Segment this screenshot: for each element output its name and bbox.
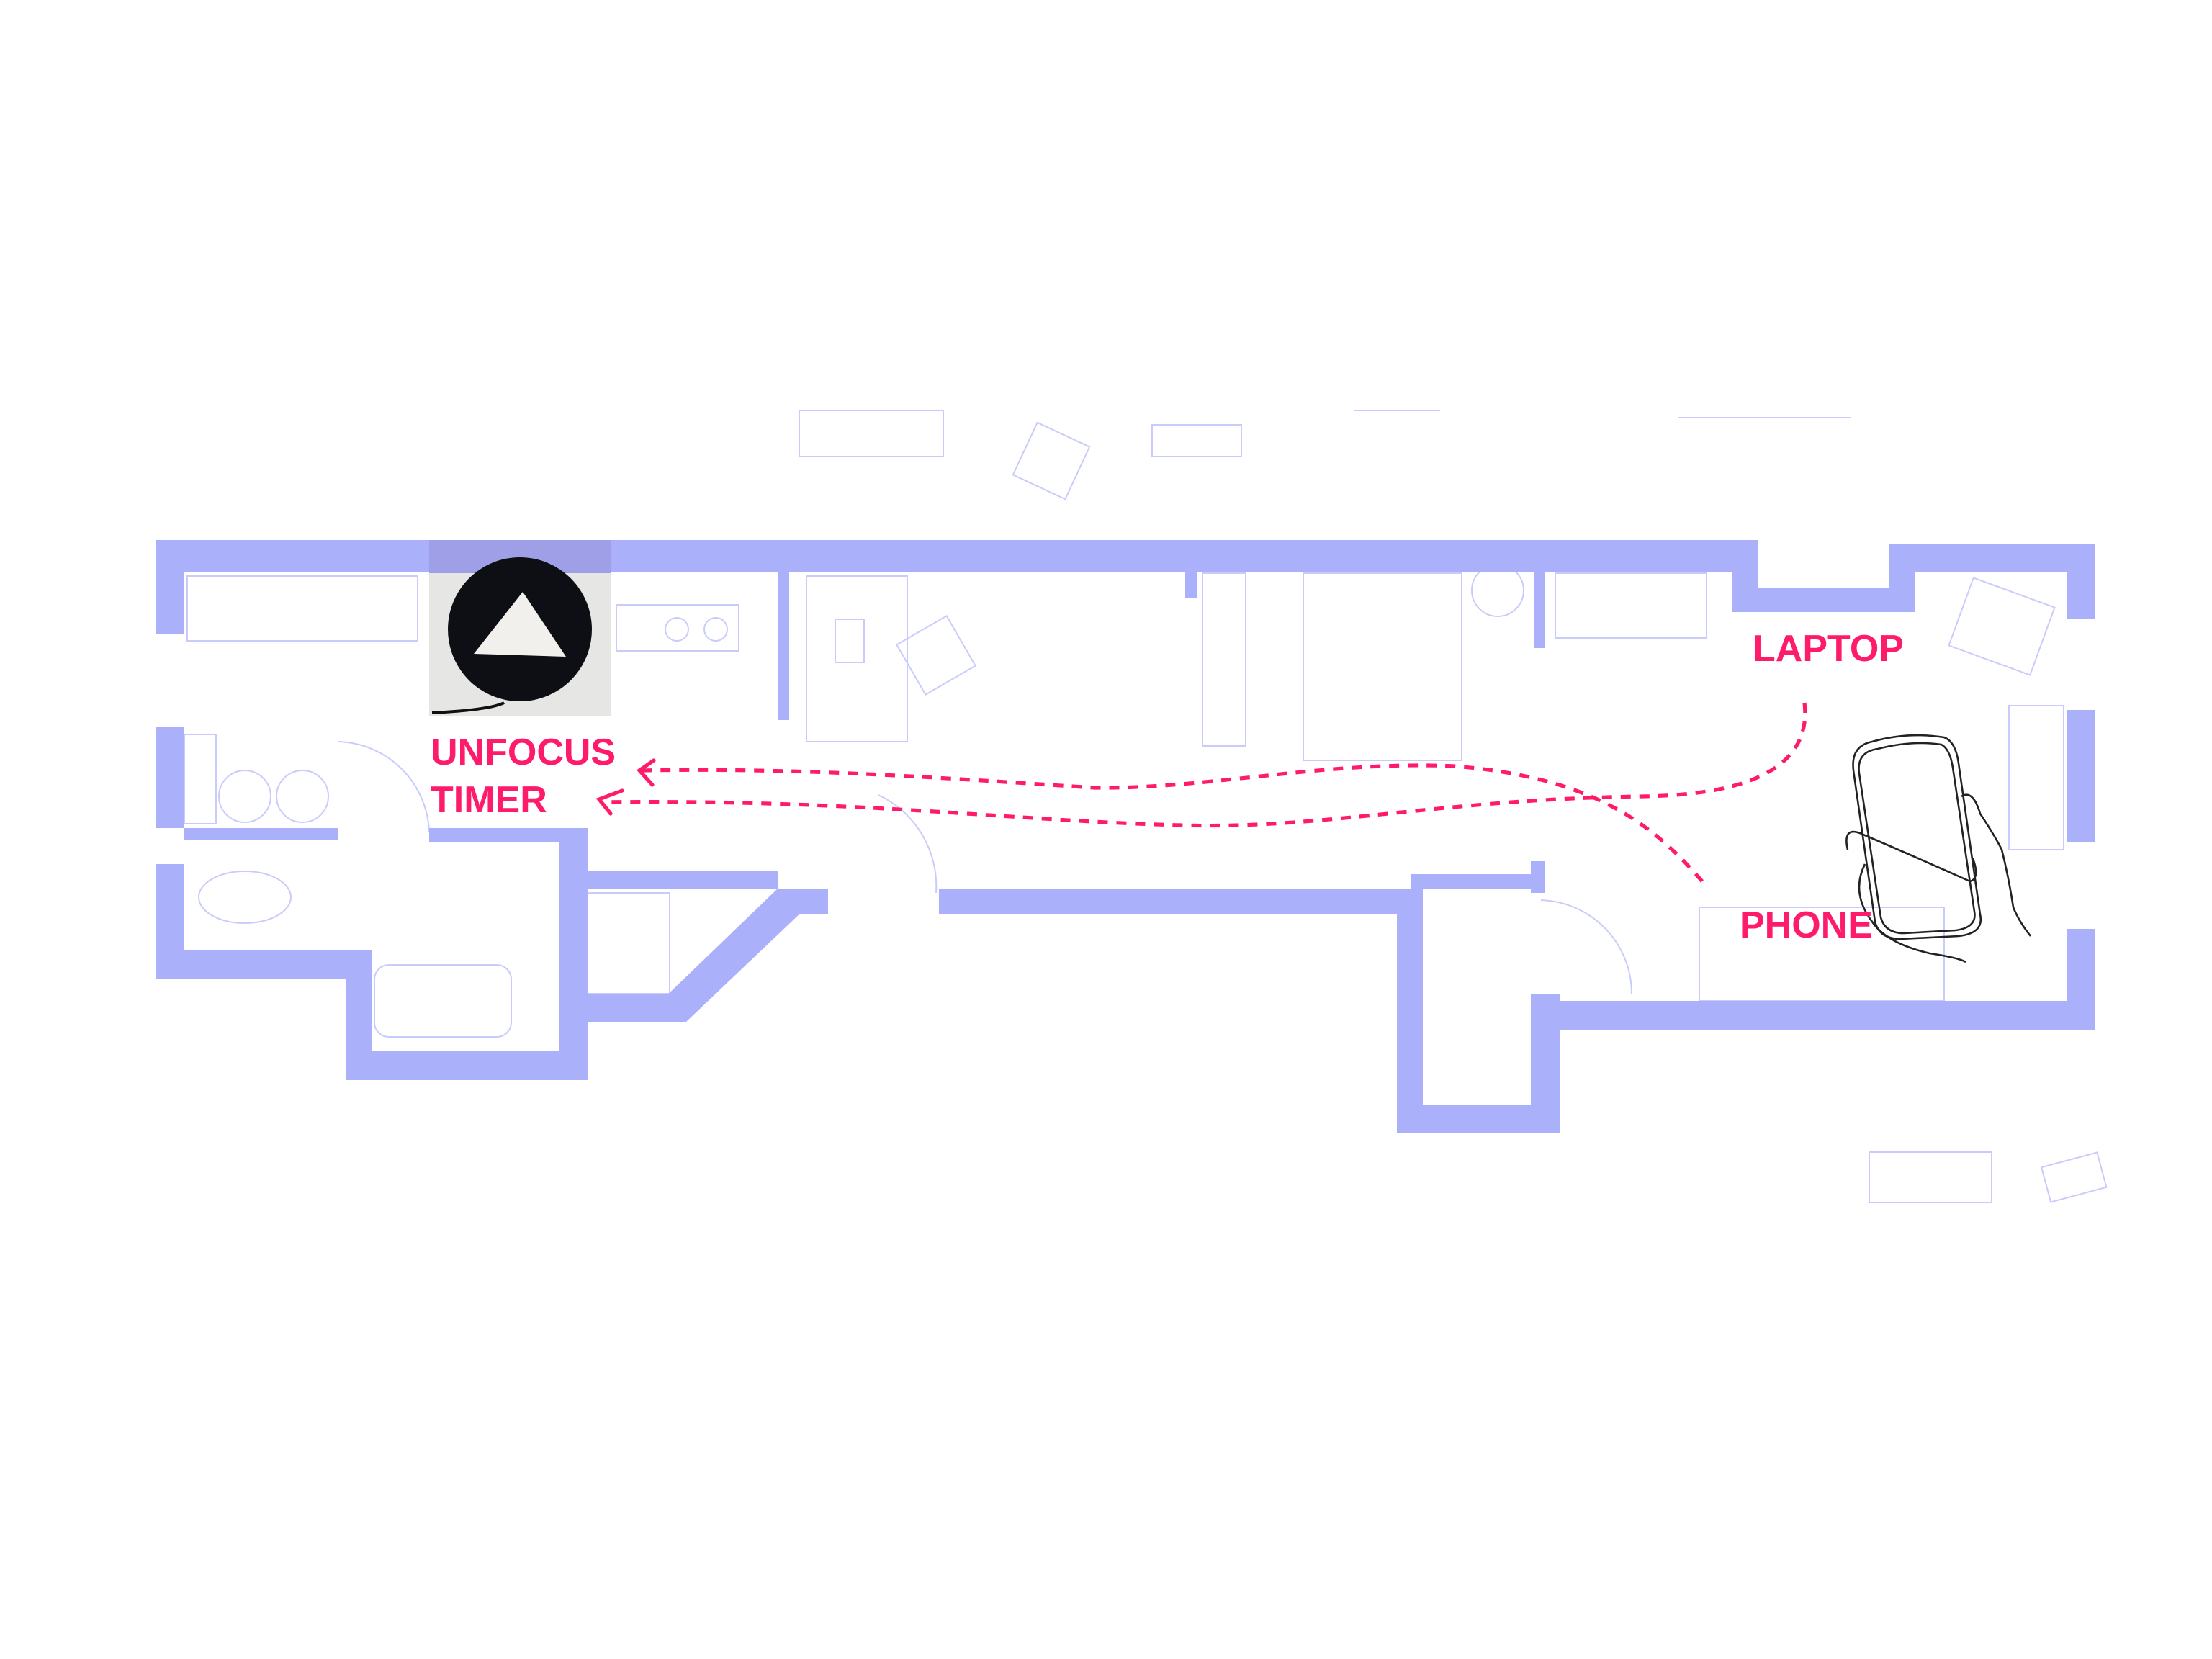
laptop-label: LAPTOP xyxy=(1753,628,1904,670)
walls xyxy=(156,540,2095,1133)
phone-to-timer-path xyxy=(640,763,1704,883)
arrowheads xyxy=(595,758,656,816)
unfocus-timer-device-photo xyxy=(429,540,611,716)
timer-label-line2: TIMER xyxy=(431,779,547,821)
hand-holding-phone-sketch xyxy=(1845,734,2032,963)
laptop-to-timer-path xyxy=(604,702,1807,828)
furniture-outlines xyxy=(184,410,2108,1203)
arrow-left-icon xyxy=(595,788,624,816)
phone-label: PHONE xyxy=(1740,904,1873,946)
arrow-left-icon xyxy=(637,758,656,787)
timer-label-line1: UNFOCUS xyxy=(431,732,616,773)
distraction-paths xyxy=(604,702,1807,883)
